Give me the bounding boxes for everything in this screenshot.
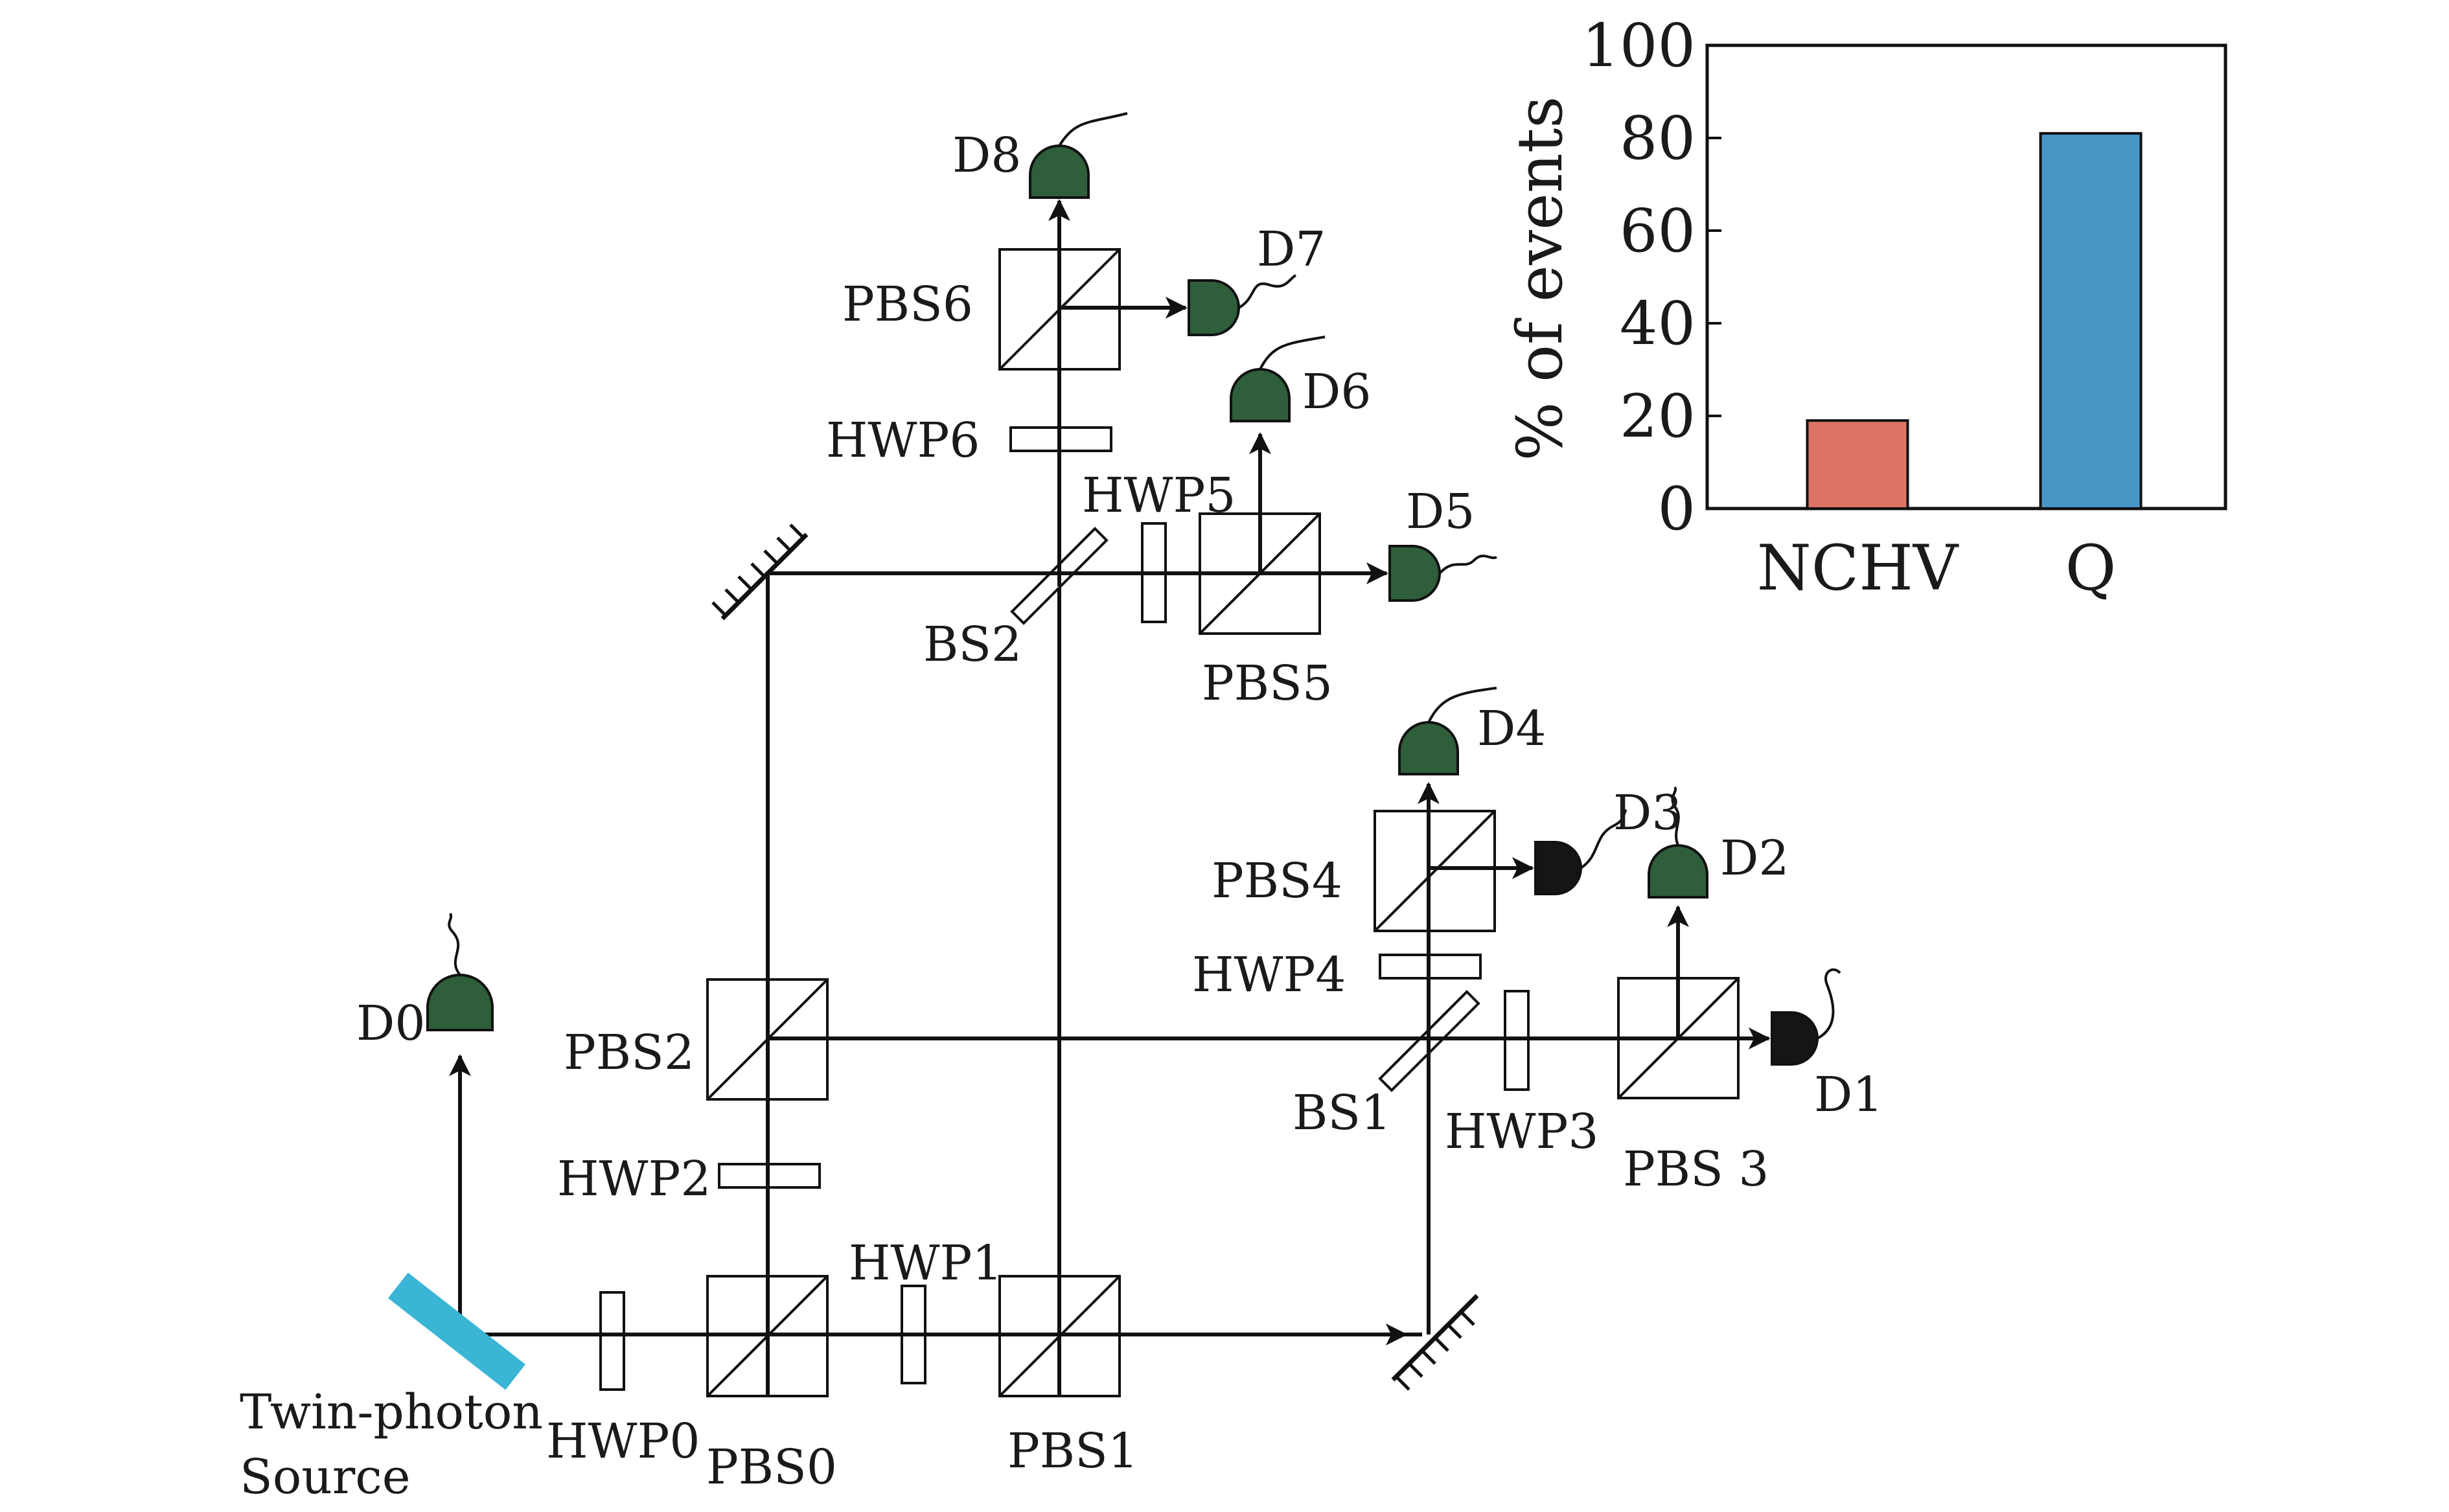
y-tick-label: 100 bbox=[1581, 11, 1696, 80]
mirror-bottom-right bbox=[1391, 1294, 1479, 1391]
bar-q bbox=[2039, 132, 2143, 510]
label-hwp5: HWP5 bbox=[1082, 468, 1236, 523]
label-pbs4: PBS4 bbox=[1212, 853, 1342, 909]
detector-d0 bbox=[426, 913, 494, 1031]
y-tick-label: 60 bbox=[1620, 196, 1696, 266]
mirror-top-left bbox=[711, 523, 809, 621]
inset-bar-chart: 0 20 40 60 80 100 NCHV Q % of events bbox=[1504, 11, 2227, 604]
label-d7: D7 bbox=[1257, 222, 1326, 277]
label-d5: D5 bbox=[1406, 484, 1475, 540]
label-bs2: BS2 bbox=[923, 617, 1022, 672]
label-hwp2: HWP2 bbox=[557, 1151, 711, 1207]
label-pbs6: PBS6 bbox=[842, 277, 973, 332]
bs1-splitter bbox=[1378, 990, 1480, 1092]
label-d1: D1 bbox=[1814, 1067, 1883, 1123]
component-labels: Twin-photon Source HWP0 PBS0 HWP1 PBS1 H… bbox=[240, 128, 1883, 1505]
label-bs1: BS1 bbox=[1293, 1085, 1391, 1141]
y-tick-label: 40 bbox=[1620, 289, 1696, 358]
chart-frame bbox=[1705, 43, 2227, 510]
plate-beam-overlays bbox=[601, 428, 1528, 1336]
detector-d1 bbox=[1771, 968, 1841, 1066]
label-source-line2: Source bbox=[240, 1449, 411, 1505]
bs2-splitter bbox=[1010, 527, 1109, 625]
detector-d8 bbox=[1029, 112, 1128, 199]
label-d6: D6 bbox=[1302, 364, 1371, 420]
label-d3: D3 bbox=[1613, 785, 1682, 841]
label-d2: D2 bbox=[1720, 830, 1789, 886]
label-hwp6: HWP6 bbox=[826, 413, 980, 468]
detector-d5 bbox=[1388, 545, 1497, 602]
label-pbs5: PBS5 bbox=[1202, 656, 1333, 711]
label-pbs0: PBS0 bbox=[706, 1439, 837, 1495]
x-tick-label: Q bbox=[2065, 532, 2117, 604]
label-pbs3: PBS 3 bbox=[1623, 1141, 1769, 1197]
y-axis-label: % of events bbox=[1504, 96, 1576, 461]
twin-photon-source bbox=[387, 1272, 526, 1390]
y-tick-label: 20 bbox=[1620, 382, 1696, 451]
label-hwp4: HWP4 bbox=[1192, 947, 1346, 1003]
label-pbs2: PBS2 bbox=[564, 1025, 695, 1081]
label-hwp3: HWP3 bbox=[1445, 1104, 1598, 1160]
chart-bars bbox=[1806, 132, 2143, 510]
detector-d2 bbox=[1648, 786, 1708, 899]
hwp0-plate bbox=[599, 1291, 625, 1391]
detector-d7 bbox=[1188, 274, 1297, 336]
label-d8: D8 bbox=[952, 128, 1021, 183]
detector-d4 bbox=[1398, 687, 1497, 775]
label-hwp0: HWP0 bbox=[546, 1414, 700, 1469]
detector-d3 bbox=[1534, 808, 1627, 895]
bar-nchv bbox=[1806, 419, 1909, 510]
beam-overlays bbox=[707, 249, 1738, 1396]
y-tick-label: 0 bbox=[1657, 474, 1696, 544]
detector-d6 bbox=[1230, 336, 1326, 422]
label-d0: D0 bbox=[356, 996, 425, 1051]
y-axis-ticks: 0 20 40 60 80 100 bbox=[1581, 11, 1721, 544]
label-d4: D4 bbox=[1477, 701, 1546, 757]
x-axis-labels: NCHV Q bbox=[1757, 532, 2117, 604]
pbs4-cube bbox=[1374, 810, 1496, 932]
label-pbs1: PBS1 bbox=[1007, 1423, 1138, 1479]
x-tick-label: NCHV bbox=[1757, 532, 1959, 604]
label-hwp1: HWP1 bbox=[849, 1235, 1002, 1291]
label-source-line1: Twin-photon bbox=[240, 1384, 543, 1440]
y-tick-label: 80 bbox=[1620, 104, 1696, 173]
